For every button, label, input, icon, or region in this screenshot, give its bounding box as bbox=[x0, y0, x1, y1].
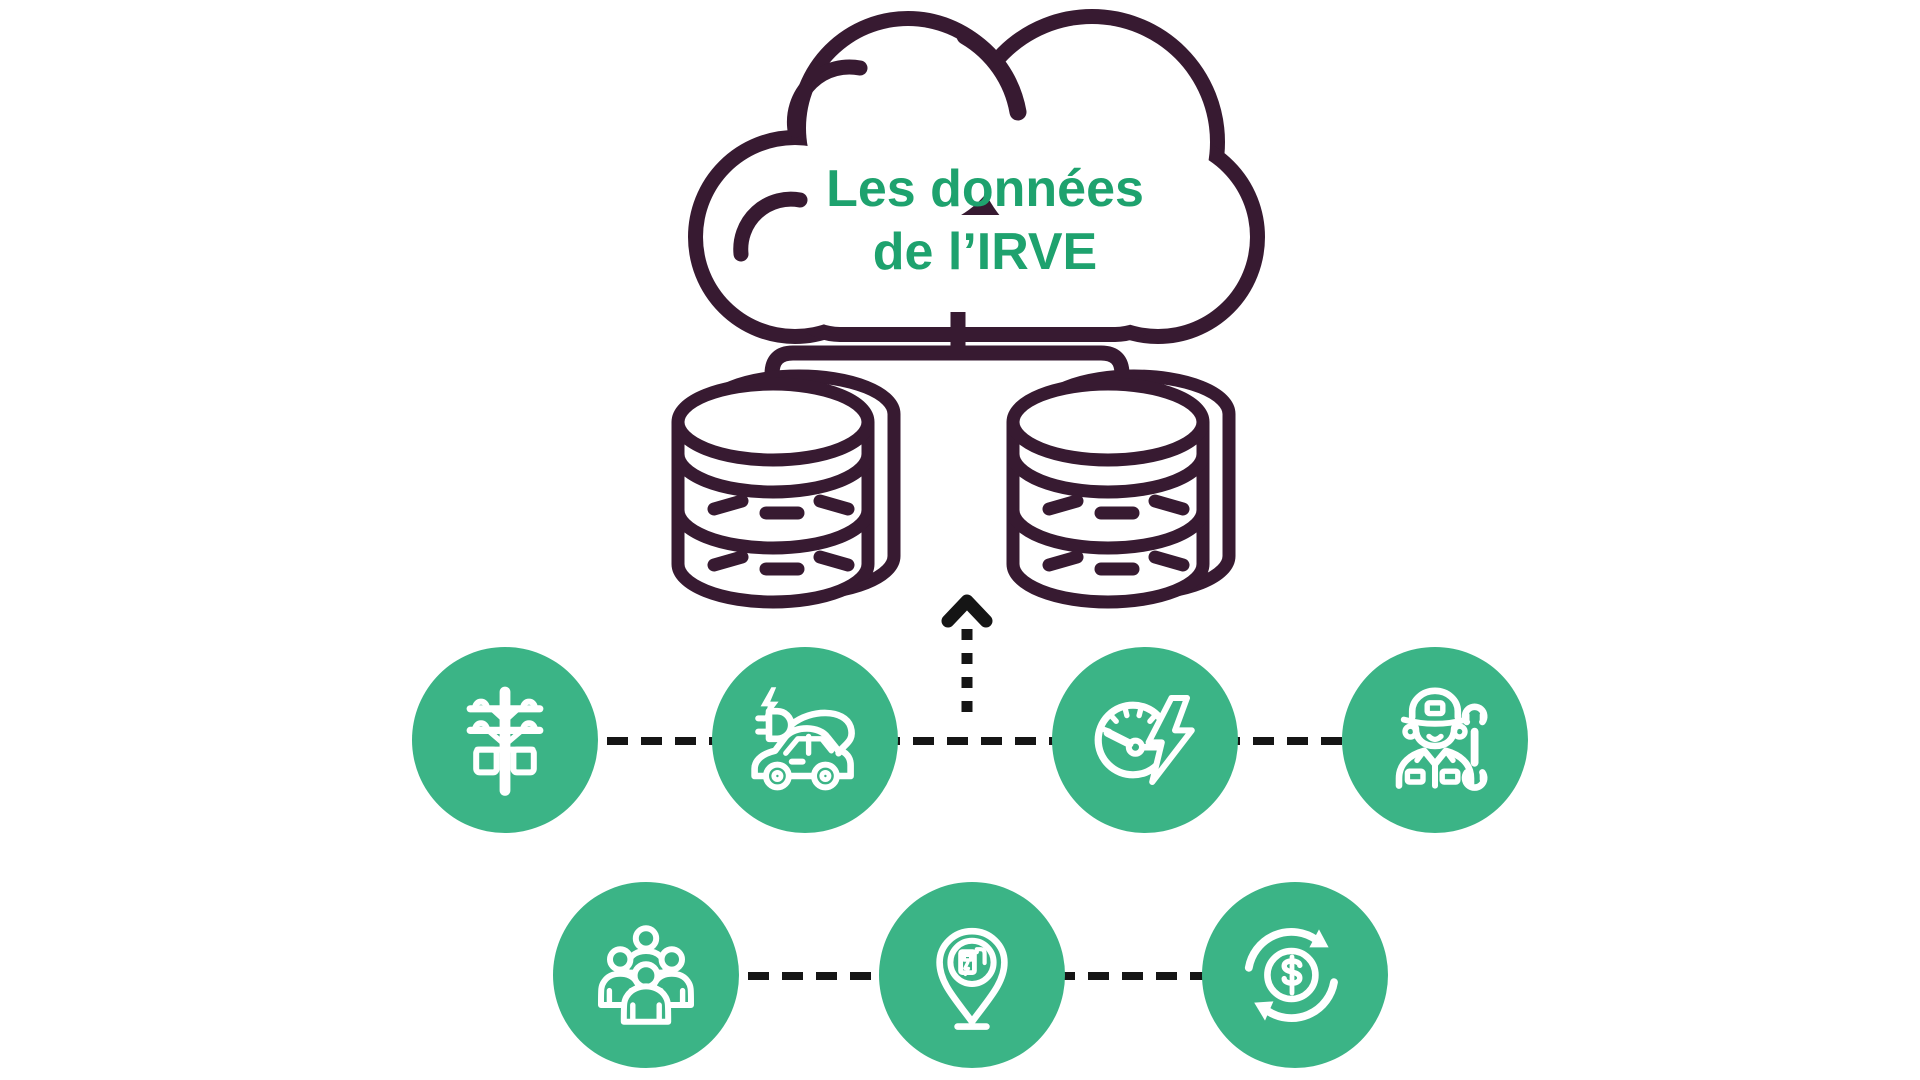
cloud-inner-arc-top bbox=[786, 59, 868, 138]
node-electric-vehicle bbox=[712, 647, 898, 833]
node-maintenance-technician bbox=[1342, 647, 1528, 833]
database-right bbox=[1013, 376, 1229, 602]
cloud-shape bbox=[688, 9, 1265, 344]
charging-station-pin-icon bbox=[936, 927, 1008, 1030]
cloud-to-databases-connector bbox=[764, 312, 1130, 392]
node-users-community bbox=[553, 882, 739, 1068]
cloud-inner-crescent bbox=[956, 27, 1027, 121]
cloud-label-line1: Les données bbox=[826, 160, 1144, 218]
cloud-label: Les données de l’IRVE bbox=[735, 158, 1235, 285]
cloud-label-line2: de l’IRVE bbox=[872, 223, 1098, 282]
node-power-grid bbox=[412, 647, 598, 833]
dollar-s-curve bbox=[1281, 958, 1303, 986]
people-group-icon bbox=[598, 925, 694, 1025]
node-charging-station-location bbox=[879, 882, 1065, 1068]
power-pylon-icon bbox=[466, 686, 544, 796]
ev-car-plug-icon bbox=[751, 687, 855, 791]
upload-arrow bbox=[941, 594, 993, 712]
cloud-inner-arc-left bbox=[733, 191, 808, 262]
node-charging-power bbox=[1052, 647, 1238, 833]
database-left bbox=[678, 376, 894, 602]
node-pricing-cost bbox=[1202, 882, 1388, 1068]
technician-wrench-icon bbox=[1395, 687, 1488, 791]
gauge-lightning-icon bbox=[1094, 695, 1195, 785]
upload-arrow-head bbox=[941, 594, 993, 628]
dollar-cycle-icon bbox=[1244, 928, 1338, 1022]
